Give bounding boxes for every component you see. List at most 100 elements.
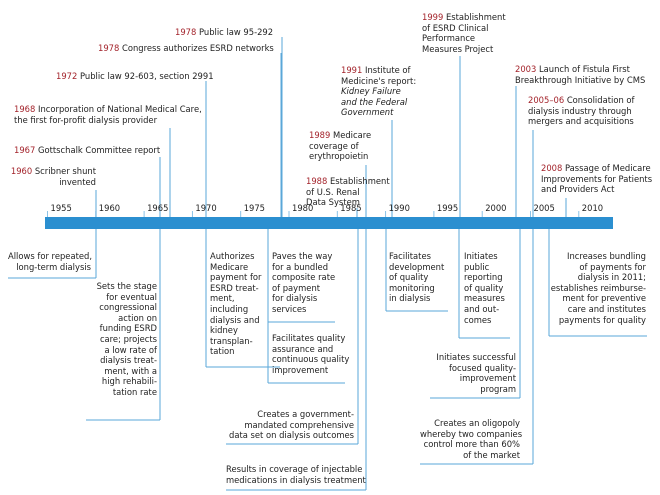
impact-text-line: assurance and (272, 343, 334, 354)
impact-text-line: and out- (464, 303, 500, 314)
event-text-line: mergers and acquisitions (528, 116, 634, 127)
tick-label-2005: 2005 (533, 203, 555, 213)
event-year: 1988 (306, 176, 328, 186)
event-year: 2003 (515, 64, 537, 74)
event-text: Launch of Fistula First (536, 64, 630, 74)
event-text-line: coverage of (309, 140, 359, 151)
impact-text-line: Creates a government- (257, 409, 354, 419)
event-year: 1960 (10, 166, 33, 176)
event-year: 1978 (98, 43, 120, 53)
event-text: Passage of Medicare (562, 163, 651, 173)
event-text: Public law 92-603, section 2991 (77, 71, 214, 81)
event-report-title-line: Kidney Failure (341, 86, 401, 97)
impact-text-line: program (480, 383, 516, 394)
tick-label-1960: 1960 (98, 203, 121, 213)
event-year: 1972 (56, 71, 78, 81)
event-text-line: of U.S. Renal (306, 186, 360, 197)
impact-text-line: Initiates successful (436, 352, 516, 362)
impact-text-line: congressional (99, 302, 157, 313)
impact-text-line: ment, (210, 293, 235, 304)
timeline-bar (45, 217, 613, 229)
impact-text-line: ment, with a (104, 365, 157, 376)
impact-text-line: Paves the way (272, 251, 333, 261)
event-text-line: dialysis industry through (528, 105, 632, 116)
event-year: 1991 (341, 65, 363, 75)
impact-text-line: Initiates (464, 251, 498, 261)
event-text-line: erythropoietin (309, 151, 369, 162)
impact-text-line: care and institutes (567, 303, 646, 314)
tick-label-1980: 1980 (292, 203, 314, 213)
impact-text-line: of quality (389, 272, 429, 283)
impact-text-line: ESRD treat- (210, 282, 259, 293)
impact-text-line: Facilitates (389, 251, 431, 261)
impact-text-line: data set on dialysis outcomes (229, 430, 354, 441)
tick-label-1965: 1965 (147, 203, 169, 213)
impact-text-line: tation (210, 346, 235, 357)
impact-text-line: monitoring (389, 282, 435, 293)
impact-text-line: high rehabili- (101, 376, 157, 387)
impact-dataset: Creates a government-mandated comprehens… (226, 409, 354, 441)
impact-text-line: Facilitates quality (272, 333, 346, 343)
impact-text-line: establishes reimburse- (550, 282, 646, 293)
impact-text-line: Medicare (210, 261, 249, 272)
event-text-line: Medicine's report: (341, 75, 417, 86)
event-networks: 1978 Congress authorizes ESRD networks (98, 43, 274, 54)
impact-text-line: improvement (272, 364, 329, 375)
impact-text-line: Sets the stage (96, 281, 157, 291)
event-text: Congress authorizes ESRD networks (119, 43, 274, 53)
event-text: Consolidation of (564, 95, 635, 105)
event-text: Medicare (330, 130, 372, 140)
event-year: 2005–06 (528, 95, 565, 105)
impact-text-line: public (464, 261, 490, 272)
event-text-line: Measures Project (422, 43, 494, 54)
impact-text-line: kidney (210, 325, 238, 336)
event-text: Incorporation of National Medical Care, (35, 104, 202, 114)
event-year: 1967 (14, 145, 36, 155)
event-text: Establishment (327, 176, 390, 186)
event-pl92603: 1972 Public law 92-603, section 2991 (56, 71, 214, 82)
event-report-title-line: and the Federal (341, 96, 408, 107)
event-report-title-line: Government (341, 107, 394, 118)
impact-text-line: for dialysis (272, 293, 318, 304)
impact-text-line: transplan- (210, 335, 253, 346)
event-text-line: the first for-profit dialysis provider (14, 114, 158, 125)
event-text-line: Improvements for Patients (541, 173, 653, 184)
tick-label-2000: 2000 (485, 203, 507, 213)
impact-text-line: dialysis in 2011; (577, 272, 646, 283)
impact-text-line: ment for preventive (562, 293, 646, 304)
impact-text-line: Authorizes (210, 251, 255, 261)
impact-text-line: control more than 60% (423, 439, 520, 450)
event-text: Public law 95-292 (196, 27, 274, 37)
impact-text-line: of quality (464, 282, 504, 293)
tick-label-1975: 1975 (243, 203, 266, 213)
event-text: Scribner shunt (32, 166, 96, 176)
impact-text-line: measures (464, 293, 505, 304)
impact-text-line: for eventual (106, 291, 157, 302)
tick-label-1995: 1995 (436, 203, 459, 213)
impact-text-line: comes (464, 314, 492, 325)
impact-text-line: dialysis and (210, 314, 260, 325)
event-text-line: Breakthrough Initiative by CMS (515, 74, 646, 85)
impact-text-line: development (389, 261, 445, 272)
impact-text-line: payments for quality (558, 314, 646, 325)
tick-label-1990: 1990 (388, 203, 410, 213)
impact-text-line: continuous quality (272, 354, 350, 365)
event-nmc: 1968 Incorporation of National Medical C… (14, 104, 202, 125)
impact-text-line: action on (118, 312, 157, 323)
impact-allows: Allows for repeated,long-term dialysis (8, 251, 92, 272)
event-year: 2008 (541, 163, 563, 173)
